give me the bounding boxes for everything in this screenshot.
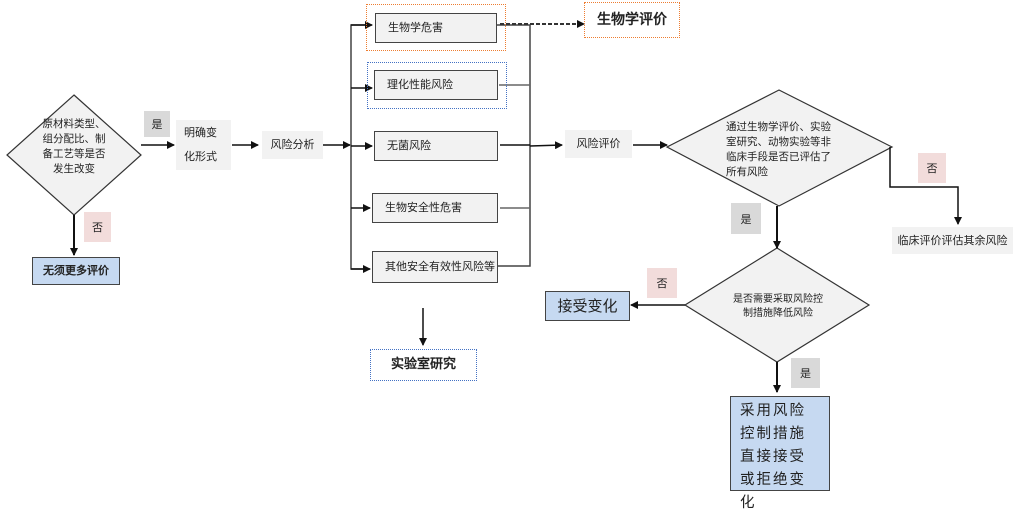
arrow-assessed-no bbox=[889, 147, 962, 225]
bio-eval-box: 生物学评价 bbox=[584, 2, 680, 38]
accept-change-box: 接受变化 bbox=[545, 291, 630, 321]
lab-study-box: 实验室研究 bbox=[370, 349, 477, 381]
no-label-1: 否 bbox=[84, 212, 111, 242]
risk-analysis-box: 风险分析 bbox=[262, 131, 323, 159]
decision-assessed-text: 通过生物学评价、实验室研究、动物实验等非临床手段是否已评估了所有风险 bbox=[726, 121, 831, 178]
risk-item-other: 其他安全有效性风险等 bbox=[372, 251, 498, 283]
no-label-2: 否 bbox=[918, 153, 946, 183]
risk-item-sterility: 无菌风险 bbox=[374, 131, 498, 161]
physchem-frame bbox=[367, 62, 507, 109]
decision-control-text: 是否需要采取风险控制措施降低风险 bbox=[733, 294, 823, 319]
no-further-eval-box: 无须更多评价 bbox=[32, 257, 120, 285]
risk-item-physchem: 理化性能风险 bbox=[374, 70, 498, 100]
decision-diamond-assessed bbox=[665, 89, 894, 207]
no-label-3: 否 bbox=[647, 268, 677, 298]
yes-label-1: 是 bbox=[144, 111, 170, 137]
connector-layer bbox=[6, 20, 962, 393]
risk-eval-box: 风险评价 bbox=[565, 130, 632, 158]
arrow-to-risk-eval bbox=[529, 141, 563, 150]
clinical-eval-box: 临床评价评估其余风险 bbox=[892, 227, 1013, 254]
risk-item-bio-hazard: 生物学危害 bbox=[375, 13, 497, 43]
risk-item-biosafety: 生物安全性危害 bbox=[372, 193, 498, 223]
branch-left-bus bbox=[350, 24, 365, 270]
adopt-control-box: 采用风险控制措施直接接受或拒绝变化 bbox=[730, 396, 830, 511]
decision-change-text: 原材料类型、组分配比、制备工艺等是否发生改变 bbox=[42, 118, 106, 175]
yes-label-3: 是 bbox=[791, 358, 820, 388]
yes-label-2: 是 bbox=[731, 203, 761, 234]
clarify-change-form-box: 明确变化形式 bbox=[176, 120, 231, 170]
bio-hazard-frame bbox=[366, 4, 506, 51]
